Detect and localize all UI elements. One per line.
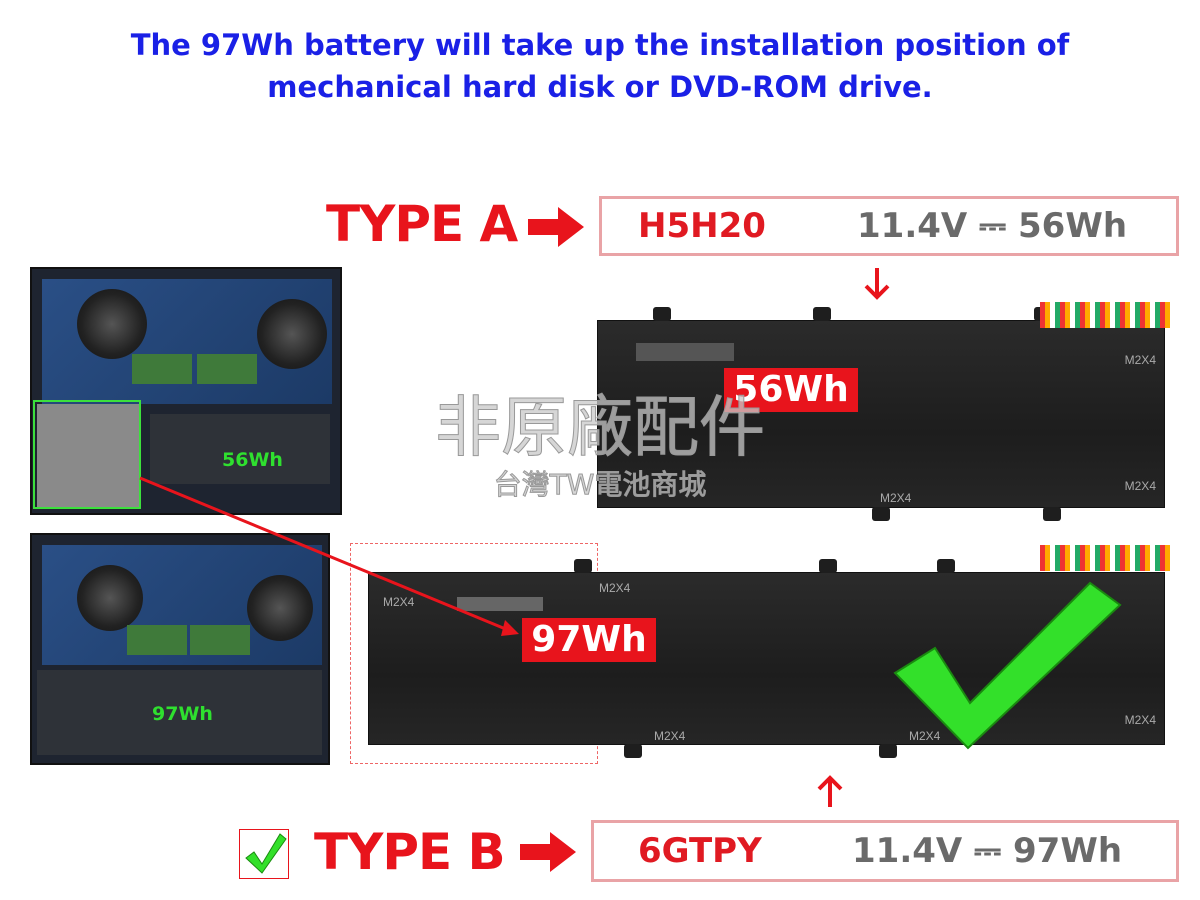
type-a-spec-box: H5H20 11.4V ⎓ 56Wh <box>599 196 1179 256</box>
watermark-line-1: 非原廠配件 <box>435 389 766 466</box>
check-mark-icon <box>893 581 1122 750</box>
screw-label: M2X4 <box>383 595 415 609</box>
up-arrow-icon <box>817 775 843 807</box>
laptop-top-battery-label: 56Wh <box>222 449 283 471</box>
type-b-spec-box: 6GTPY 11.4V ⎓ 97Wh <box>591 820 1179 882</box>
type-b-spec: 11.4V ⎓ 97Wh <box>852 831 1123 871</box>
headline-line-1: The 97Wh battery will take up the instal… <box>130 28 1070 62</box>
laptop-56wh-image: 56Wh <box>30 267 342 515</box>
headline-line-2: mechanical hard disk or DVD-ROM drive. <box>267 70 933 104</box>
checkbox-checked <box>239 829 289 879</box>
type-a-spec: 11.4V ⎓ 56Wh <box>857 206 1128 246</box>
hdd-highlight-box <box>33 400 141 509</box>
battery-type-a: M2X4 M2X4 M2X4 <box>597 307 1165 521</box>
right-arrow-icon <box>520 832 576 872</box>
right-arrow-icon <box>528 207 584 247</box>
screw-label: M2X4 <box>909 729 941 743</box>
screw-label: M2X4 <box>1124 479 1156 493</box>
battery-cable <box>1040 545 1170 571</box>
laptop-97wh-image: 97Wh <box>30 533 330 765</box>
type-b-model: 6GTPY <box>638 831 762 871</box>
screw-label: M2X4 <box>1124 353 1156 367</box>
screw-label: M2X4 <box>1124 713 1156 727</box>
battery-a-capacity-label: 56Wh <box>724 368 858 412</box>
watermark-line-2: 台灣TW電池商城 <box>493 468 707 502</box>
down-arrow-icon <box>864 268 890 300</box>
screw-label: M2X4 <box>880 491 912 505</box>
type-b-label: TYPE B <box>314 823 506 881</box>
screw-label: M2X4 <box>599 581 631 595</box>
battery-b-capacity-label: 97Wh <box>522 618 656 662</box>
laptop-bottom-battery-label: 97Wh <box>152 703 213 725</box>
small-check-icon <box>245 833 287 874</box>
type-a-label: TYPE A <box>326 195 518 253</box>
type-a-model: H5H20 <box>638 206 766 246</box>
battery-cable <box>1040 302 1170 328</box>
screw-label: M2X4 <box>654 729 686 743</box>
